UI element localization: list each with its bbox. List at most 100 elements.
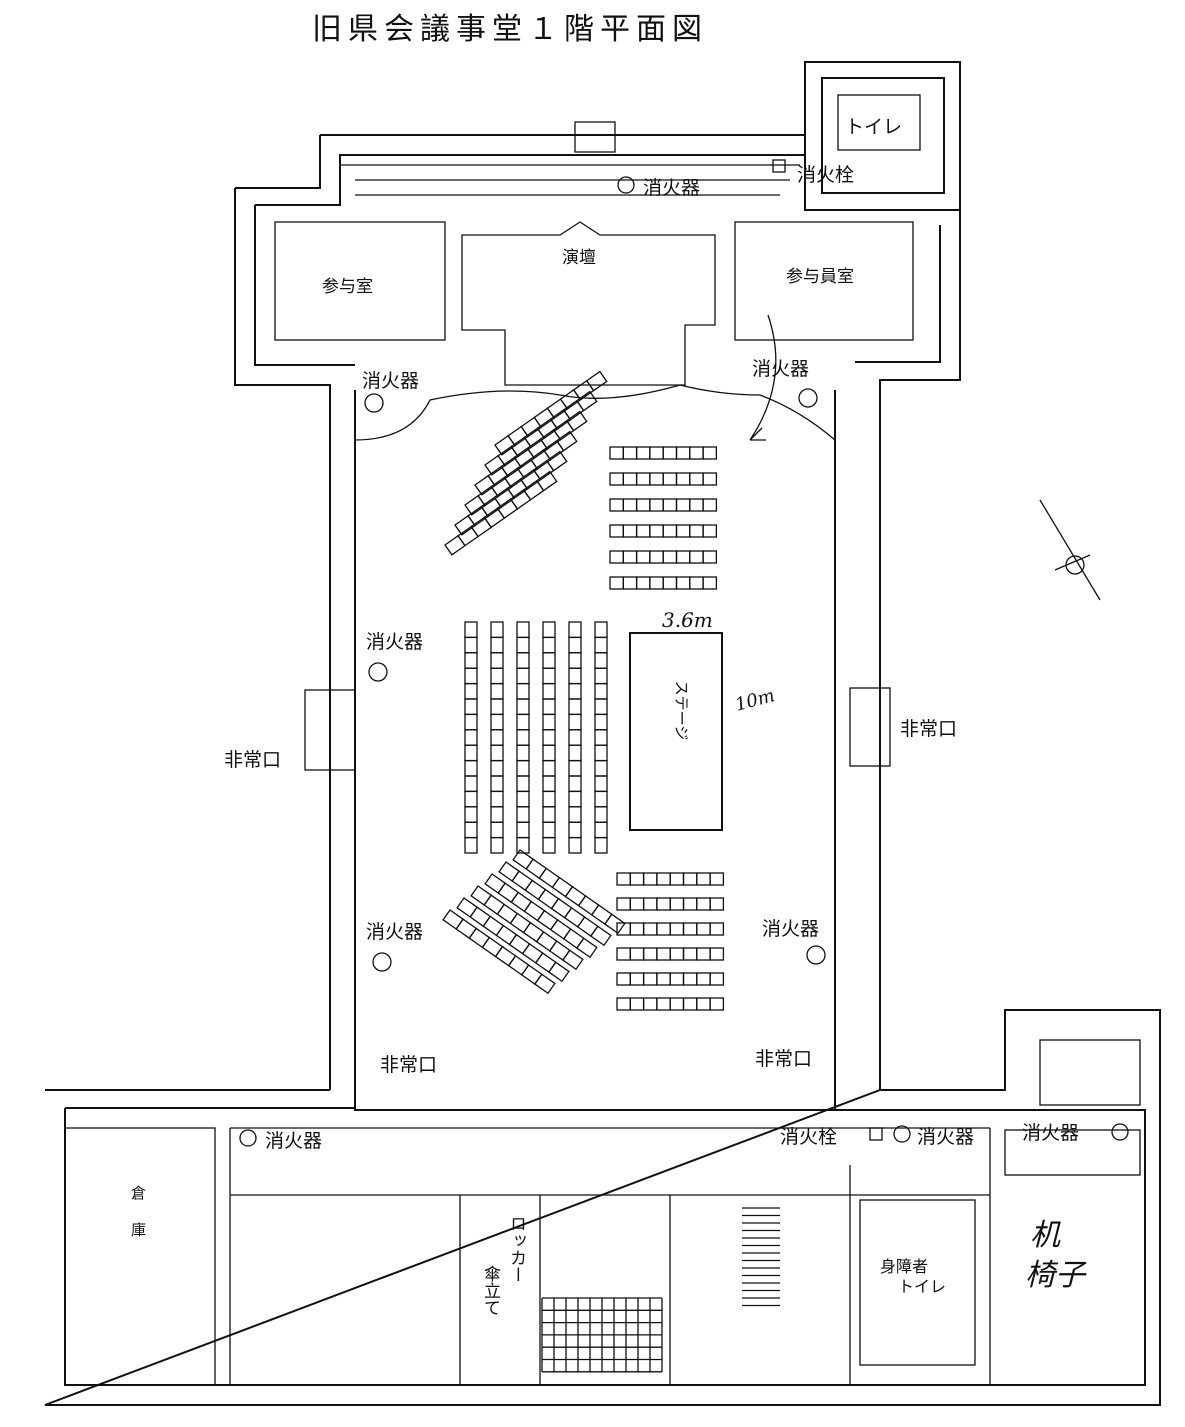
seat	[669, 997, 685, 1011]
seat	[594, 729, 608, 746]
seat	[609, 472, 624, 486]
label-hydrant-top: 消火栓	[797, 164, 855, 186]
seat	[609, 550, 624, 564]
seat	[669, 922, 685, 936]
seat	[464, 775, 478, 793]
seat	[464, 682, 478, 700]
seat	[512, 849, 535, 870]
seat	[616, 947, 631, 961]
seat	[548, 940, 571, 961]
label-locker: ロッカー	[506, 1215, 526, 1283]
seat	[656, 997, 671, 1011]
stage	[629, 632, 723, 831]
seat	[629, 947, 645, 961]
seat	[662, 498, 678, 512]
seat	[622, 550, 638, 564]
seat	[542, 729, 556, 746]
seat	[516, 759, 530, 777]
seat	[568, 806, 582, 823]
seat	[689, 446, 704, 460]
seat	[635, 472, 651, 486]
seat	[696, 947, 711, 961]
seat	[542, 836, 556, 854]
seat	[609, 524, 624, 538]
seat	[568, 744, 582, 762]
seat	[490, 790, 504, 808]
seat	[589, 925, 612, 947]
seat	[523, 900, 546, 922]
seat	[456, 897, 479, 918]
seat	[585, 370, 608, 392]
seat	[516, 713, 530, 731]
seat	[702, 446, 718, 460]
seat	[656, 922, 671, 936]
seat	[594, 621, 608, 639]
seat	[594, 759, 608, 777]
seat	[662, 472, 678, 486]
seat	[490, 775, 504, 793]
seat	[516, 621, 530, 639]
seat	[538, 867, 561, 889]
seat	[484, 873, 507, 894]
seat	[521, 942, 544, 964]
label-hydrant-corridor: 消火栓	[780, 1126, 838, 1148]
seat	[709, 997, 725, 1011]
seat	[549, 918, 572, 940]
seat	[568, 775, 582, 793]
seat	[649, 472, 664, 486]
seat	[629, 997, 645, 1011]
seat	[696, 897, 711, 911]
seat	[490, 806, 504, 823]
seat	[550, 897, 573, 919]
seat	[537, 888, 560, 910]
seat	[656, 897, 671, 911]
seat	[542, 667, 556, 685]
seat	[481, 936, 504, 958]
seat	[642, 897, 658, 911]
seat	[464, 806, 478, 823]
seat	[562, 928, 585, 949]
seat	[464, 713, 478, 731]
seat	[709, 947, 725, 961]
seat	[470, 885, 493, 906]
seat	[442, 909, 465, 930]
seat	[464, 698, 478, 716]
seat	[649, 550, 664, 564]
label-extinguisher-top: 消火器	[643, 177, 701, 199]
annotation-desk: 机	[1030, 1218, 1060, 1253]
seat	[490, 759, 504, 777]
seat	[675, 550, 691, 564]
seat	[490, 621, 504, 639]
seat	[555, 430, 578, 452]
seat	[516, 652, 530, 669]
seat	[516, 821, 530, 839]
seat	[490, 836, 504, 854]
seat	[603, 913, 626, 935]
seat	[542, 790, 556, 808]
seat	[642, 997, 658, 1011]
seat	[590, 904, 613, 925]
seat	[542, 636, 556, 654]
seat	[594, 744, 608, 762]
seat	[689, 524, 704, 538]
seat	[669, 872, 685, 886]
seat	[524, 879, 547, 901]
seat	[542, 698, 556, 716]
seat	[696, 997, 711, 1011]
seat	[551, 876, 574, 898]
seat	[455, 918, 478, 940]
seat	[516, 682, 530, 700]
seat	[535, 470, 558, 492]
seat	[568, 621, 582, 639]
seating	[442, 370, 725, 1011]
seat	[709, 972, 725, 986]
seat	[545, 450, 568, 472]
seat	[495, 924, 518, 946]
seat	[490, 636, 504, 654]
seat	[482, 915, 505, 937]
seat	[564, 885, 587, 907]
label-extinguisher-corridor-right: 消火器	[1022, 1122, 1080, 1144]
seat	[629, 872, 645, 886]
seat	[568, 759, 582, 777]
seat	[662, 524, 678, 538]
